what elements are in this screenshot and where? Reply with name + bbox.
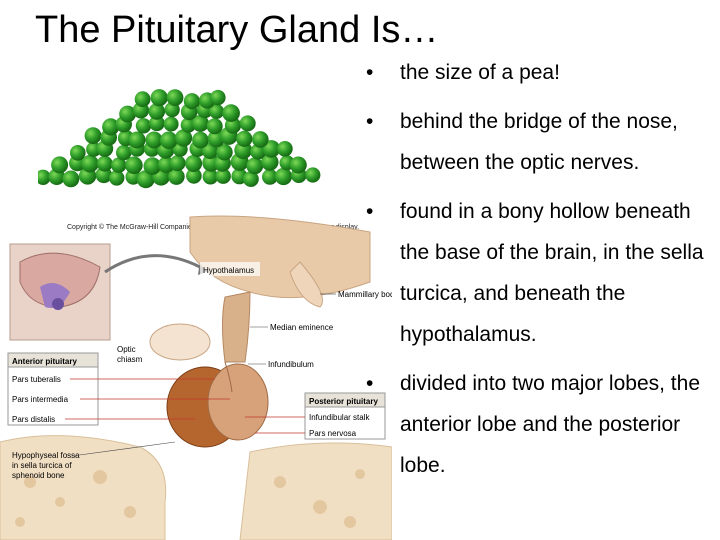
pea	[210, 89, 226, 106]
pea	[168, 168, 185, 185]
pea	[277, 141, 293, 157]
pea	[250, 143, 266, 160]
pea	[119, 105, 136, 123]
pea	[96, 155, 113, 172]
bullet-dot-icon: •	[366, 372, 374, 395]
pea	[262, 169, 278, 185]
label-pars-intermedia: Pars intermedia	[12, 395, 69, 404]
bullet-dot-icon: •	[366, 110, 374, 133]
pea	[163, 116, 179, 132]
pea	[166, 89, 184, 106]
pea	[125, 156, 143, 175]
label-pars-tuberalis: Pars tuberalis	[12, 375, 61, 384]
pea	[149, 115, 165, 132]
bullet-item: •found in a bony hollow beneath the base…	[366, 191, 716, 355]
pea	[209, 104, 225, 119]
label-fossa-2: in sella turcica of	[12, 461, 72, 470]
pea	[135, 118, 152, 134]
pea	[262, 140, 281, 158]
label-anterior-pituitary: Anterior pituitary	[12, 357, 77, 366]
pea	[185, 155, 203, 172]
pea	[134, 91, 151, 108]
pea	[243, 171, 259, 187]
label-fossa-1: Hypophyseal fossa	[12, 451, 80, 460]
pea	[192, 131, 209, 149]
label-pars-distalis: Pars distalis	[12, 415, 55, 424]
pea	[148, 103, 166, 120]
bullet-item: •divided into two major lobes, the anter…	[366, 363, 716, 486]
pea	[70, 145, 86, 161]
pea	[191, 114, 209, 132]
label-optic-chiasm-1: Optic	[117, 345, 136, 354]
pea	[180, 117, 196, 133]
pea	[160, 131, 178, 150]
pea	[38, 169, 51, 185]
pea	[128, 131, 146, 149]
pea	[206, 118, 223, 135]
label-hypothalamus: Hypothalamus	[203, 266, 254, 275]
pituitary-diagram: Anterior pituitary Pars tuberalis Pars i…	[0, 215, 392, 540]
slide-title: The Pituitary Gland Is…	[35, 9, 439, 51]
pea	[111, 157, 127, 173]
pea	[175, 129, 193, 147]
label-fossa-3: sphenoid bone	[12, 471, 65, 480]
pea	[261, 153, 279, 171]
label-infundibulum: Infundibulum	[268, 360, 314, 369]
pea	[215, 168, 231, 184]
pea	[222, 104, 240, 122]
pea	[289, 156, 307, 174]
pea	[239, 115, 256, 132]
pea	[305, 167, 321, 183]
pea	[186, 168, 202, 184]
pea	[252, 131, 269, 148]
pea	[62, 170, 80, 188]
brain-inset	[9, 243, 111, 341]
pea	[136, 170, 155, 189]
bullet-dot-icon: •	[366, 200, 374, 223]
pea	[143, 157, 162, 175]
pea	[216, 144, 233, 161]
bullet-item: •the size of a pea!	[366, 52, 716, 93]
label-infundibular-stalk: Infundibular stalk	[309, 413, 370, 422]
pea	[150, 89, 168, 107]
bullet-list: •the size of a pea! •behind the bridge o…	[366, 52, 716, 494]
pea	[84, 127, 102, 144]
pea	[51, 156, 69, 174]
bullet-dot-icon: •	[366, 61, 374, 84]
label-posterior-pituitary: Posterior pituitary	[309, 397, 378, 406]
pea	[81, 154, 99, 173]
pea	[116, 145, 132, 161]
pea	[169, 155, 186, 172]
pea	[145, 131, 163, 149]
pea	[109, 170, 125, 186]
label-pars-nervosa: Pars nervosa	[309, 429, 357, 438]
pea	[183, 93, 200, 110]
pea	[202, 168, 219, 185]
pea	[102, 118, 120, 136]
label-mammillary-body: Mammillary body	[338, 290, 392, 299]
label-optic-chiasm-2: chiasm	[117, 355, 143, 364]
pea	[236, 130, 253, 147]
label-median-eminence: Median eminence	[270, 323, 334, 332]
peas-image	[38, 89, 321, 189]
pea	[246, 157, 264, 175]
pea	[274, 167, 293, 186]
bullet-item: •behind the bridge of the nose, between …	[366, 101, 716, 183]
